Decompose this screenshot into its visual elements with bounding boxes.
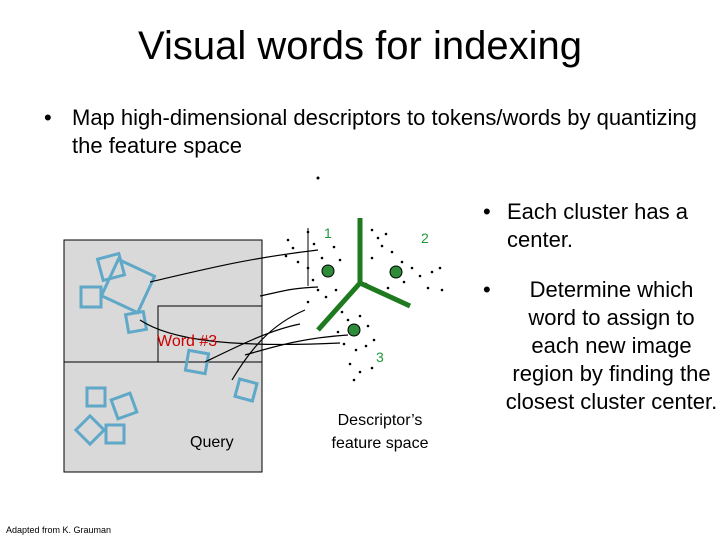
mapping-curve: [244, 334, 349, 356]
descriptor-point: [320, 256, 324, 260]
descriptor-point: [358, 370, 362, 374]
descriptor-point: [370, 366, 374, 370]
cluster-boundaries: [316, 218, 412, 332]
descriptor-point: [430, 270, 434, 274]
feature-space-label-line1: Descriptor’s: [338, 412, 423, 429]
image-region-patch: [104, 423, 126, 445]
descriptor-point: [438, 266, 442, 270]
bullet-assign-word-text: Determine which word to assign to each n…: [505, 277, 718, 414]
descriptor-point: [410, 266, 414, 270]
word-label: Word #3: [157, 333, 217, 350]
descriptor-point: [386, 286, 390, 290]
boundary-edge-right: [358, 280, 412, 309]
mapping-curves: [139, 249, 349, 381]
bullet-assign-word: • Determine which word to assign to each…: [483, 276, 718, 416]
descriptor-point: [376, 236, 380, 240]
cluster-center-3: [347, 323, 361, 337]
attribution-credit: Adapted from K. Grauman: [6, 525, 112, 535]
slide-title: Visual words for indexing: [138, 24, 582, 68]
descriptor-point: [418, 274, 422, 278]
descriptor-point: [370, 228, 374, 232]
descriptor-point: [284, 254, 288, 258]
cluster-centers: [321, 264, 403, 337]
image-region-patch: [183, 348, 211, 376]
descriptor-point: [366, 324, 370, 328]
bullet-cluster-center: • Each cluster has a center.: [483, 198, 718, 254]
image-region-patch: [99, 257, 157, 315]
descriptor-point: [364, 344, 368, 348]
descriptor-point: [426, 286, 430, 290]
descriptor-point: [312, 242, 316, 246]
mapping-curve: [204, 323, 301, 363]
mapping-curve: [259, 286, 319, 297]
image-region-patch: [123, 309, 149, 335]
cluster-label-3: 3: [376, 349, 384, 365]
image-region-patch: [85, 386, 107, 408]
descriptor-point: [346, 318, 350, 322]
descriptor-point: [354, 348, 358, 352]
descriptor-point: [334, 288, 338, 292]
descriptor-point: [324, 295, 328, 299]
descriptor-point: [332, 245, 336, 249]
descriptor-point: [306, 300, 310, 304]
descriptor-point: [390, 250, 394, 254]
bullet-cluster-center-text: Each cluster has a center.: [507, 199, 688, 252]
image-region-patch: [79, 285, 103, 309]
cluster-label-1: 1: [324, 225, 332, 241]
descriptor-point: [338, 258, 342, 262]
descriptor-points: [284, 176, 444, 382]
descriptor-point: [336, 330, 340, 334]
bullet-main-text: Map high-dimensional descriptors to toke…: [72, 105, 697, 158]
mapping-curve: [139, 319, 341, 346]
bullet-marker: •: [44, 105, 52, 130]
query-label: Query: [190, 434, 234, 451]
descriptor-point: [316, 288, 320, 292]
descriptor-point: [384, 232, 388, 236]
image-panel-bottom: [63, 361, 263, 473]
bullet-marker: •: [483, 277, 491, 302]
bullet-main: • Map high-dimensional descriptors to to…: [44, 104, 704, 160]
image-region-patch: [233, 377, 259, 403]
descriptor-point: [296, 260, 300, 264]
descriptor-point: [358, 314, 362, 318]
image-region-patches: [73, 251, 259, 447]
cluster-label-2: 2: [421, 230, 429, 246]
descriptor-point: [440, 288, 444, 292]
image-region-patch: [73, 413, 107, 447]
bullet-marker: •: [483, 199, 491, 224]
image-region-patch: [95, 251, 127, 283]
descriptor-point: [291, 246, 295, 250]
cluster-center-2: [389, 265, 403, 279]
descriptor-point: [370, 256, 374, 260]
boundary-edge-left: [316, 281, 362, 332]
descriptor-point: [316, 176, 320, 180]
descriptor-point: [380, 244, 384, 248]
descriptor-point: [342, 342, 346, 346]
image-region-patch: [109, 391, 139, 421]
descriptor-point: [352, 378, 356, 382]
descriptor-point: [286, 238, 290, 242]
descriptor-point: [348, 362, 352, 366]
descriptor-point: [400, 260, 404, 264]
feature-space-label-line2: feature space: [332, 435, 429, 452]
mapping-curve: [231, 309, 306, 381]
descriptor-point: [402, 280, 406, 284]
cluster-center-1: [321, 264, 335, 278]
descriptor-point: [340, 310, 344, 314]
descriptor-point: [372, 338, 376, 342]
descriptor-point: [311, 278, 315, 282]
mapping-curve: [149, 249, 319, 283]
